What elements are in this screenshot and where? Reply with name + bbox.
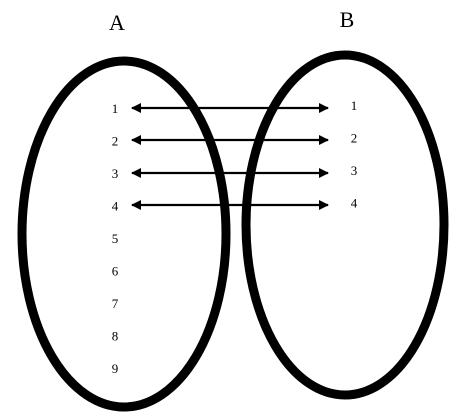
set-a-element-2: 2 [112,134,119,149]
set-a-elements: 1 2 3 4 5 6 7 8 9 [112,101,119,376]
set-b-element-3: 3 [351,163,358,178]
set-a-element-6: 6 [112,264,119,279]
set-b-label: B [340,7,355,32]
set-a-label: A [109,10,125,35]
set-a-element-4: 4 [112,199,119,214]
set-a-ellipse [17,56,231,412]
set-a-element-5: 5 [112,231,119,246]
set-b-elements: 1 2 3 4 [351,98,358,211]
set-b-element-2: 2 [351,131,358,146]
set-a-element-1: 1 [112,101,119,116]
mapping-arrows [131,103,329,210]
set-a-element-7: 7 [112,296,119,311]
set-a-element-8: 8 [112,329,119,344]
set-b-ellipse [241,50,449,400]
set-b-element-4: 4 [351,196,358,211]
set-b-element-1: 1 [351,98,358,113]
set-a-element-9: 9 [112,361,119,376]
set-a-element-3: 3 [112,166,119,181]
